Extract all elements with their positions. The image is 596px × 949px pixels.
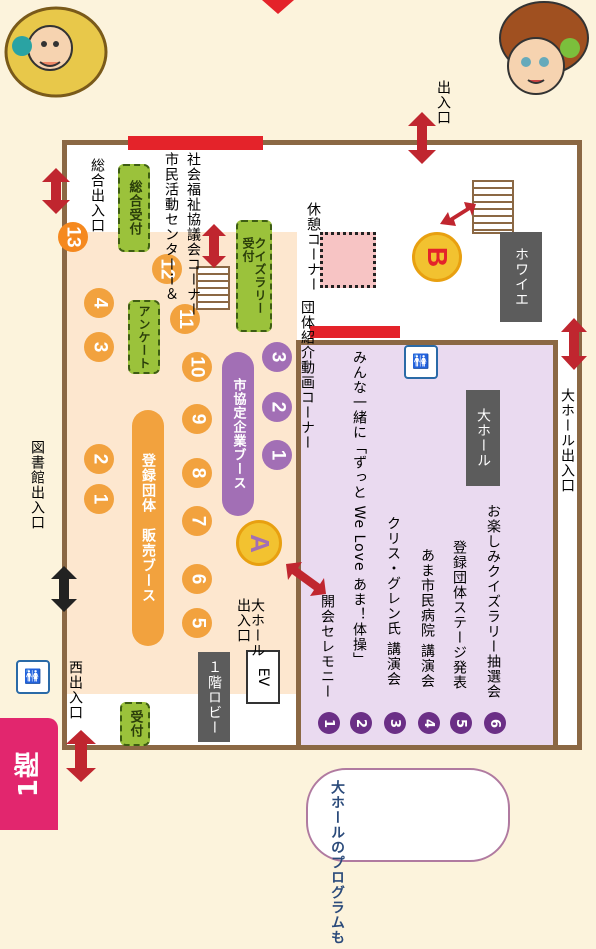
entrance-right-label: 出入口 <box>435 80 451 125</box>
program-number-1: 1 <box>318 712 340 734</box>
program-text-3: クリス・グレン氏 講演会 <box>385 516 401 687</box>
booth-5: 5 <box>182 608 212 638</box>
elevator: EV <box>246 650 280 704</box>
restroom-icon-west: 🚻 <box>16 660 50 694</box>
cloud-bubble: 大ホールのプログラムも <box>306 768 510 945</box>
booth-3: 3 <box>84 332 114 362</box>
group-video-label: 団体紹介動画コーナー <box>299 300 315 450</box>
program-text-1: 開会セレモニー <box>319 594 335 699</box>
arrow-main-entrance-icon <box>32 166 80 220</box>
mascot-right-illustration <box>478 0 596 112</box>
big-hall-area <box>296 340 558 750</box>
library-entrance-label: 図書館出入口 <box>29 440 45 530</box>
hall-entrance-a-label: 大ホール 出入口 <box>235 598 265 658</box>
red-wall-top <box>128 136 263 150</box>
program-text-5: 登録団体ステージ発表 <box>451 540 467 690</box>
arrow-stairs-icon <box>196 222 232 274</box>
company-booth-3: 3 <box>262 342 292 372</box>
main-entrance-label: 総合出入口 <box>89 158 105 233</box>
marker-a: A <box>236 520 282 566</box>
stairs-foyer <box>472 180 514 234</box>
reception-main: 総合受付 <box>118 164 150 252</box>
booth-9: 9 <box>182 404 212 434</box>
rest-area <box>320 232 376 288</box>
booth-13: 13 <box>58 222 88 252</box>
survey-desk: アンケート <box>128 300 160 374</box>
program-number-5: 5 <box>450 712 472 734</box>
mascot-left-illustration <box>0 0 112 104</box>
booth-6: 6 <box>182 564 212 594</box>
program-text-6: お楽しみクイズラリー抽選会 <box>485 504 501 699</box>
booth-4: 4 <box>84 288 114 318</box>
floor-badge: 1階 <box>0 718 58 830</box>
booth-1: 1 <box>84 484 114 514</box>
booth-2: 2 <box>84 444 114 474</box>
reception-left: 受付 <box>120 702 150 746</box>
booth-8: 8 <box>182 458 212 488</box>
program-number-6: 6 <box>484 712 506 734</box>
stairs-lobby <box>196 266 230 310</box>
red-wall-middle <box>310 326 400 338</box>
restroom-icon-hall: 🚻 <box>404 345 438 379</box>
foyer-label: ホワイエ <box>500 232 542 322</box>
arrow-west-icon <box>56 728 106 788</box>
program-number-4: 4 <box>418 712 440 734</box>
big-hall-label: 大ホール <box>466 390 500 486</box>
program-text-4: あま市民病院 講演会 <box>419 548 435 689</box>
quiz-reception: クイズラリー 受付 <box>236 220 272 332</box>
arrow-hall-right-icon <box>556 316 592 376</box>
program-number-2: 2 <box>350 712 372 734</box>
arrow-down-icon <box>262 0 294 14</box>
rest-corner-label: 休憩コーナー <box>305 202 321 292</box>
arrow-foyer-stairs-icon <box>438 200 478 234</box>
program-item-1: 1 <box>318 712 340 740</box>
booth-11: 11 <box>170 304 200 334</box>
west-entrance-label: 西出入口 <box>67 660 83 720</box>
arrow-library-icon <box>44 564 84 618</box>
group-sales-booth: 登録団体 販売ブース <box>132 410 164 646</box>
marker-b: B <box>412 232 462 282</box>
hall-entrance-bottom-label: 大ホール出入口 <box>559 388 575 493</box>
program-number-3: 3 <box>384 712 406 734</box>
company-booth: 市協定企業ブース <box>222 352 254 516</box>
civic-center-label: 市民活動センターｉ＆ <box>163 152 179 302</box>
program-text-2: みんな一緒に「ずっと We Love あま！体操」 <box>351 350 367 668</box>
booth-10: 10 <box>182 352 212 382</box>
company-booth-2: 2 <box>262 392 292 422</box>
welfare-corner-label: 社会福祉協議会コーナー <box>185 152 201 317</box>
lobby-label: １階ロビー <box>198 652 230 742</box>
arrow-hall-a-icon <box>282 558 328 602</box>
company-booth-1: 1 <box>262 440 292 470</box>
arrow-entrance-right-icon <box>402 110 442 170</box>
booth-7: 7 <box>182 506 212 536</box>
booth-12: 12 <box>152 254 182 284</box>
